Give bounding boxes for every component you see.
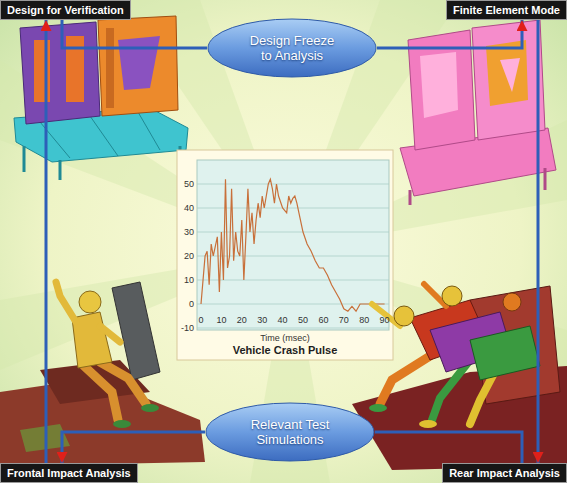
node-text: Time (msec) (260, 333, 310, 344)
frontal-impact-model (141, 404, 159, 412)
loop-connector (62, 432, 205, 463)
finite-element-seat (420, 52, 458, 118)
loop-connector (377, 20, 522, 48)
vehicle-crash-pulse-chart (177, 150, 393, 360)
tick-label: 0 (189, 298, 194, 310)
frontal-impact-model (112, 282, 160, 380)
pulse-curve (201, 179, 385, 311)
loop-connector (375, 432, 522, 463)
tick-label: 0 (189, 314, 213, 326)
frontal-impact-model (113, 420, 131, 428)
tick-label: 40 (184, 202, 194, 214)
corner-label: Finite Element Mode (446, 0, 567, 20)
vehicle-crash-pulse-chart (177, 150, 393, 360)
frontal-impact-model (100, 326, 120, 342)
finite-element-seat (500, 58, 520, 92)
loop-connector (62, 20, 207, 48)
ellipse-outline (206, 403, 374, 461)
frontal-impact-model (100, 362, 146, 404)
tick-label: 70 (332, 314, 356, 326)
loop-connector (45, 20, 48, 463)
node-text: Design Freeze to Analysis (246, 33, 338, 63)
corner-label: Rear Impact Analysis (442, 463, 567, 483)
tick-label: 50 (291, 314, 315, 326)
seat-model-design (14, 16, 188, 180)
rear-impact-model (352, 284, 567, 470)
node-text: Vehicle Crash Pulse (233, 344, 338, 357)
vehicle-crash-pulse-chart (197, 160, 389, 330)
rear-impact-model (394, 306, 414, 326)
tick-label: 20 (230, 314, 254, 326)
tick-label: 50 (184, 178, 194, 190)
loop-connector (537, 20, 540, 463)
rear-impact-model (369, 404, 387, 412)
rear-impact-model (470, 326, 540, 380)
tick-label: 30 (250, 314, 274, 326)
rear-impact-model (380, 356, 430, 404)
tick-label: 90 (373, 314, 397, 326)
tick-label: -10 (181, 322, 194, 334)
seat-model-design (20, 22, 100, 124)
node-text: Design for Verification (7, 3, 124, 17)
node-text: Frontal Impact Analysis (7, 466, 131, 480)
finite-element-seat (486, 40, 528, 106)
tick-label: 80 (352, 314, 376, 326)
seat-model-design (98, 16, 178, 116)
finite-element-seat (472, 20, 545, 140)
pulse-line (201, 179, 385, 311)
tick-label: 30 (184, 226, 194, 238)
process-ellipse: Design Freeze to Analysis (207, 18, 377, 78)
rear-impact-model (419, 420, 437, 428)
chart-panel: Time (msec)Vehicle Crash Pulse (177, 150, 393, 360)
process-ellipse: Relevant Test Simulations (205, 402, 375, 462)
frontal-impact-model (79, 291, 101, 313)
frontal-impact-model (0, 282, 205, 466)
ellipse-outline (208, 19, 376, 77)
seat-model-design (118, 36, 160, 90)
tick-label: 10 (209, 314, 233, 326)
finite-element-seat (410, 168, 545, 205)
seat-model-design (34, 40, 50, 102)
node-text: Finite Element Mode (453, 3, 560, 17)
frontal-impact-model (56, 282, 76, 322)
node-text: Rear Impact Analysis (449, 466, 560, 480)
tick-label: 40 (271, 314, 295, 326)
tick-label: 20 (184, 250, 194, 262)
corner-label: Frontal Impact Analysis (0, 463, 138, 483)
corner-label: Design for Verification (0, 0, 131, 20)
tick-label: 60 (311, 314, 335, 326)
rear-impact-model (442, 286, 462, 306)
rear-impact-model (503, 293, 521, 311)
seat-model-design (66, 36, 84, 102)
seat-model-design (106, 28, 114, 108)
tick-label: 10 (184, 274, 194, 286)
node-text: Relevant Test Simulations (244, 417, 336, 447)
